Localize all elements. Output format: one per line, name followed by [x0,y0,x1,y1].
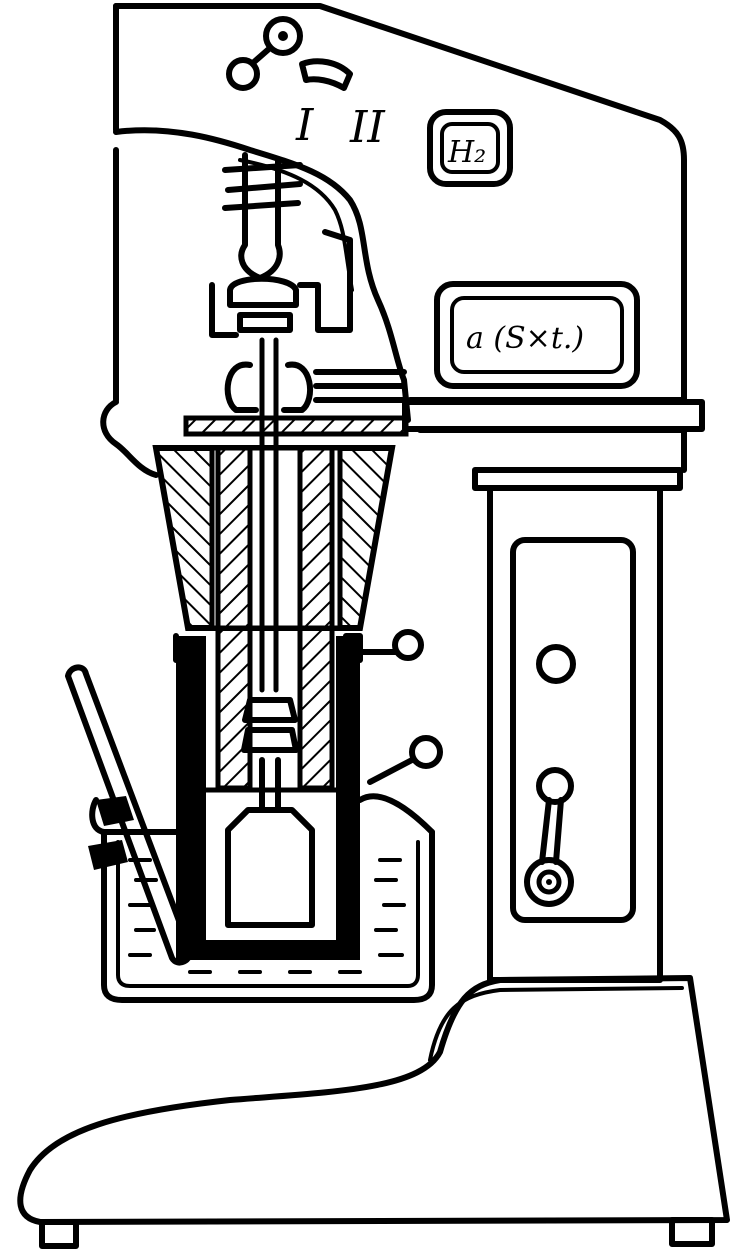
plate-frame [434,281,640,389]
foot-left [39,1219,79,1249]
clamp-collar [227,275,299,308]
selector-pivot-center [278,31,288,41]
vessel-bottom [176,940,360,960]
bath-inner [116,840,420,988]
foot-right [669,1217,715,1247]
side-knob [100,399,159,478]
bearing-lines [313,369,407,403]
valve-upper-knob [392,629,424,661]
plate-inner [450,296,624,374]
inner-sleeve-right [297,445,335,791]
inner-sleeve-left [215,445,253,791]
cutaway-edge-inner [238,158,354,292]
central-rod [259,337,279,693]
lever-knob [536,767,574,805]
bearing-right [281,361,314,413]
sample-cup [225,807,315,928]
bearing-left [224,361,259,413]
selector-knob [226,57,260,91]
base-top-edge [428,986,684,1062]
gas-badge-label: H₂ [447,135,486,170]
valve-lower-knob [409,735,443,769]
housing-bottom [417,427,687,473]
column [487,485,663,983]
column-cap [472,467,683,491]
holder-stem [259,757,281,813]
vessel-wall-left [176,636,206,955]
indicator-lamp [536,644,576,684]
lever-arm [539,797,564,865]
rotary-switch [524,857,574,907]
plate-label: a (S×t.) [466,321,584,356]
spindle-head [238,152,283,281]
bath-rim-right [357,793,435,835]
base-foot [17,975,730,1225]
bath [101,829,435,1003]
support-bar [402,399,705,432]
rotary-switch-inner [536,869,562,895]
cutaway-edge [113,127,411,423]
selector-lever [251,45,273,65]
selector-arc [299,58,353,91]
bath-rim-left [89,797,179,835]
rotary-switch-center [546,879,552,885]
vessel-wall-right [336,636,360,955]
gas-badge-frame [427,109,513,187]
valve-lower-stem [367,757,415,785]
thermometer [65,664,194,966]
vessel-flange-top [173,633,363,663]
mode-two-label: II [349,102,386,153]
clamp-bracket [209,229,353,338]
upper-housing [113,3,687,403]
thermometer-clamp [88,796,134,870]
spring-coils [222,162,303,211]
gas-badge-inner [440,122,500,174]
clamp-lower [237,312,293,333]
holder-coupling [241,697,299,753]
flange [183,415,409,437]
column-panel [510,537,636,923]
mode-one-label: I [295,100,315,151]
selector-pivot [263,16,303,56]
